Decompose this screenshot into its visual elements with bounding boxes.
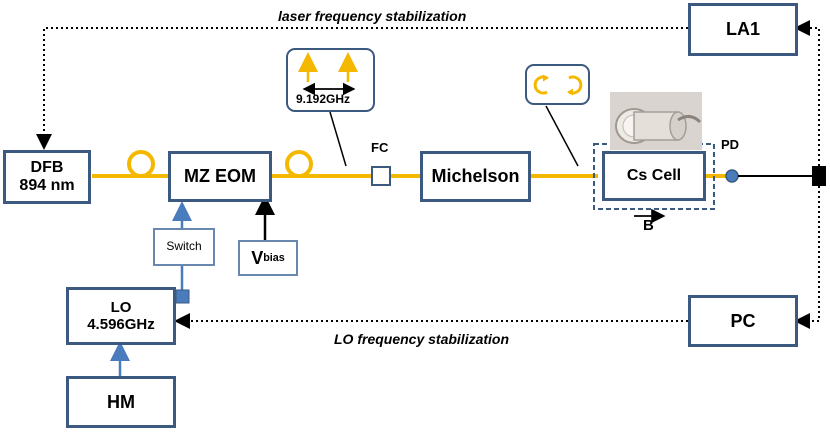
feedback-to-la1: [794, 20, 820, 166]
polarization-arrows-icon: [533, 74, 583, 96]
sideband-spectrum-icon: [298, 52, 358, 96]
mz-eom-label: MZ EOM: [184, 166, 256, 187]
fiber-loop-icon: [285, 150, 313, 178]
switch-label: Switch: [166, 239, 202, 254]
rf-port: [175, 289, 190, 304]
splitter-node: [812, 166, 826, 186]
vbias-label: V: [251, 247, 264, 268]
la1-box: LA1: [688, 3, 798, 56]
lo-stabilization-label: LO frequency stabilization: [334, 331, 510, 347]
pc-label: PC: [730, 310, 756, 331]
polarization-callout: [525, 64, 590, 105]
fiber-loop-icon: [127, 150, 155, 178]
b-field-label: B: [643, 217, 654, 234]
spectrum-callout: 9.192GHz: [286, 48, 375, 112]
cs-cell-photo-icon: [610, 92, 702, 150]
fc-label: FC: [371, 140, 389, 155]
laser-stabilization-label: laser frequency stabilization: [278, 8, 467, 24]
mz-eom-box: MZ EOM: [168, 151, 272, 202]
lo-label: LO: [110, 298, 132, 316]
pd-label: PD: [721, 137, 740, 152]
lo-box: LO 4.596GHz: [66, 287, 176, 345]
dfb-wavelength: 894 nm: [19, 177, 75, 194]
dfb-laser-box: DFB 894 nm: [3, 150, 91, 204]
hm-label: HM: [107, 391, 135, 412]
hm-box: HM: [66, 376, 176, 428]
fiber-coupler: [371, 166, 391, 186]
feedback-to-pc: [794, 186, 820, 329]
switch-box: Switch: [153, 228, 215, 266]
photodiode-icon: [725, 169, 739, 183]
callout-pointer-polarization: [545, 105, 579, 167]
spectrum-frequency-label: 9.192GHz: [296, 92, 351, 106]
michelson-label: Michelson: [431, 166, 520, 187]
cs-cell-box: Cs Cell: [602, 151, 706, 201]
cs-cell-label: Cs Cell: [626, 166, 682, 184]
callout-pointer-spectrum: [329, 111, 347, 167]
lo-frequency: 4.596GHz: [87, 316, 155, 333]
michelson-box: Michelson: [420, 151, 531, 202]
la1-label: LA1: [725, 19, 760, 40]
dfb-label: DFB: [30, 158, 64, 176]
vbias-subscript: bias: [263, 251, 285, 264]
pc-box: PC: [688, 295, 798, 347]
